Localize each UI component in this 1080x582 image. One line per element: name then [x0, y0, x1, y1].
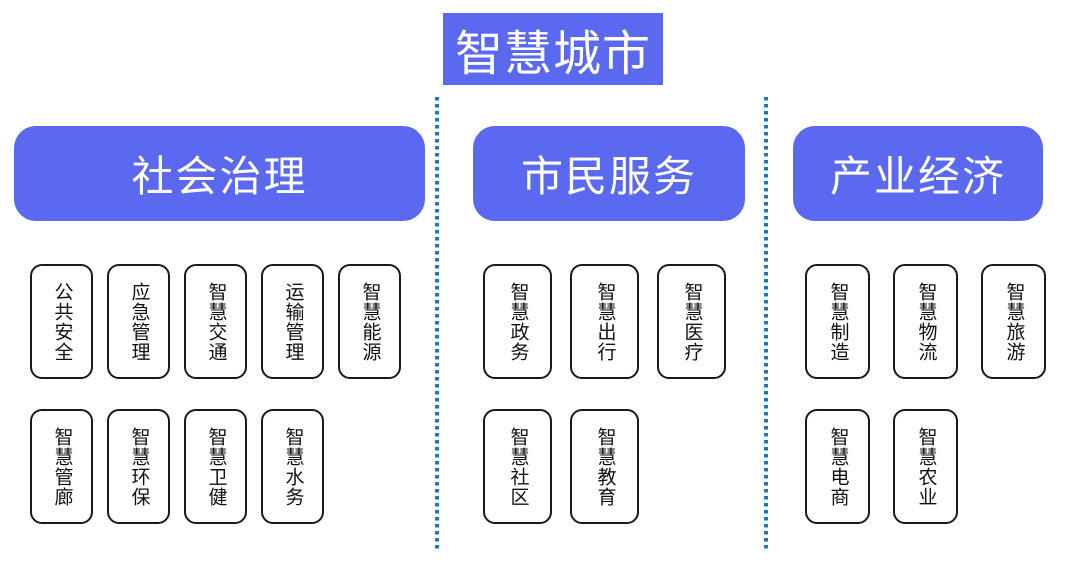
- node-card: 智慧制造: [805, 264, 870, 379]
- section-industry-economy: 产业经济 智慧制造 智慧物流 智慧旅游 智慧电商 智慧农业: [793, 126, 1046, 524]
- node-card: 公共安全: [30, 264, 93, 379]
- node-card: 智慧电商: [805, 409, 870, 524]
- node-card: 智慧物流: [893, 264, 958, 379]
- node-card: 智慧管廊: [30, 409, 93, 524]
- node-card: 智慧农业: [893, 409, 958, 524]
- node-card: 智慧卫健: [184, 409, 247, 524]
- node-card: 智慧社区: [483, 409, 552, 524]
- node-card: 智慧能源: [338, 264, 401, 379]
- node-card: 智慧交通: [184, 264, 247, 379]
- card-row: 智慧管廊 智慧环保 智慧卫健 智慧水务: [14, 409, 425, 524]
- dotted-divider-right: [764, 97, 768, 550]
- node-card: 智慧环保: [107, 409, 170, 524]
- card-row: 公共安全 应急管理 智慧交通 运输管理 智慧能源: [14, 264, 425, 379]
- node-card: 智慧政务: [483, 264, 552, 379]
- section-header: 市民服务: [473, 126, 745, 221]
- node-card: 智慧水务: [261, 409, 324, 524]
- node-card: 应急管理: [107, 264, 170, 379]
- node-card: 智慧出行: [570, 264, 639, 379]
- card-row: 智慧社区 智慧教育: [473, 409, 745, 524]
- card-row: 智慧制造 智慧物流 智慧旅游: [793, 264, 1046, 379]
- section-social-governance: 社会治理 公共安全 应急管理 智慧交通 运输管理 智慧能源 智慧管廊 智慧环保 …: [14, 126, 425, 524]
- section-citizen-services: 市民服务 智慧政务 智慧出行 智慧医疗 智慧社区 智慧教育: [473, 126, 745, 524]
- dotted-divider-left: [435, 97, 439, 550]
- card-row: 智慧电商 智慧农业: [793, 409, 1043, 524]
- node-card: 智慧医疗: [657, 264, 726, 379]
- node-card: 智慧教育: [570, 409, 639, 524]
- diagram-title: 智慧城市: [443, 13, 663, 85]
- section-header: 社会治理: [14, 126, 425, 221]
- node-card: 运输管理: [261, 264, 324, 379]
- section-header: 产业经济: [793, 126, 1043, 221]
- card-row: 智慧政务 智慧出行 智慧医疗: [473, 264, 745, 379]
- node-card: 智慧旅游: [981, 264, 1046, 379]
